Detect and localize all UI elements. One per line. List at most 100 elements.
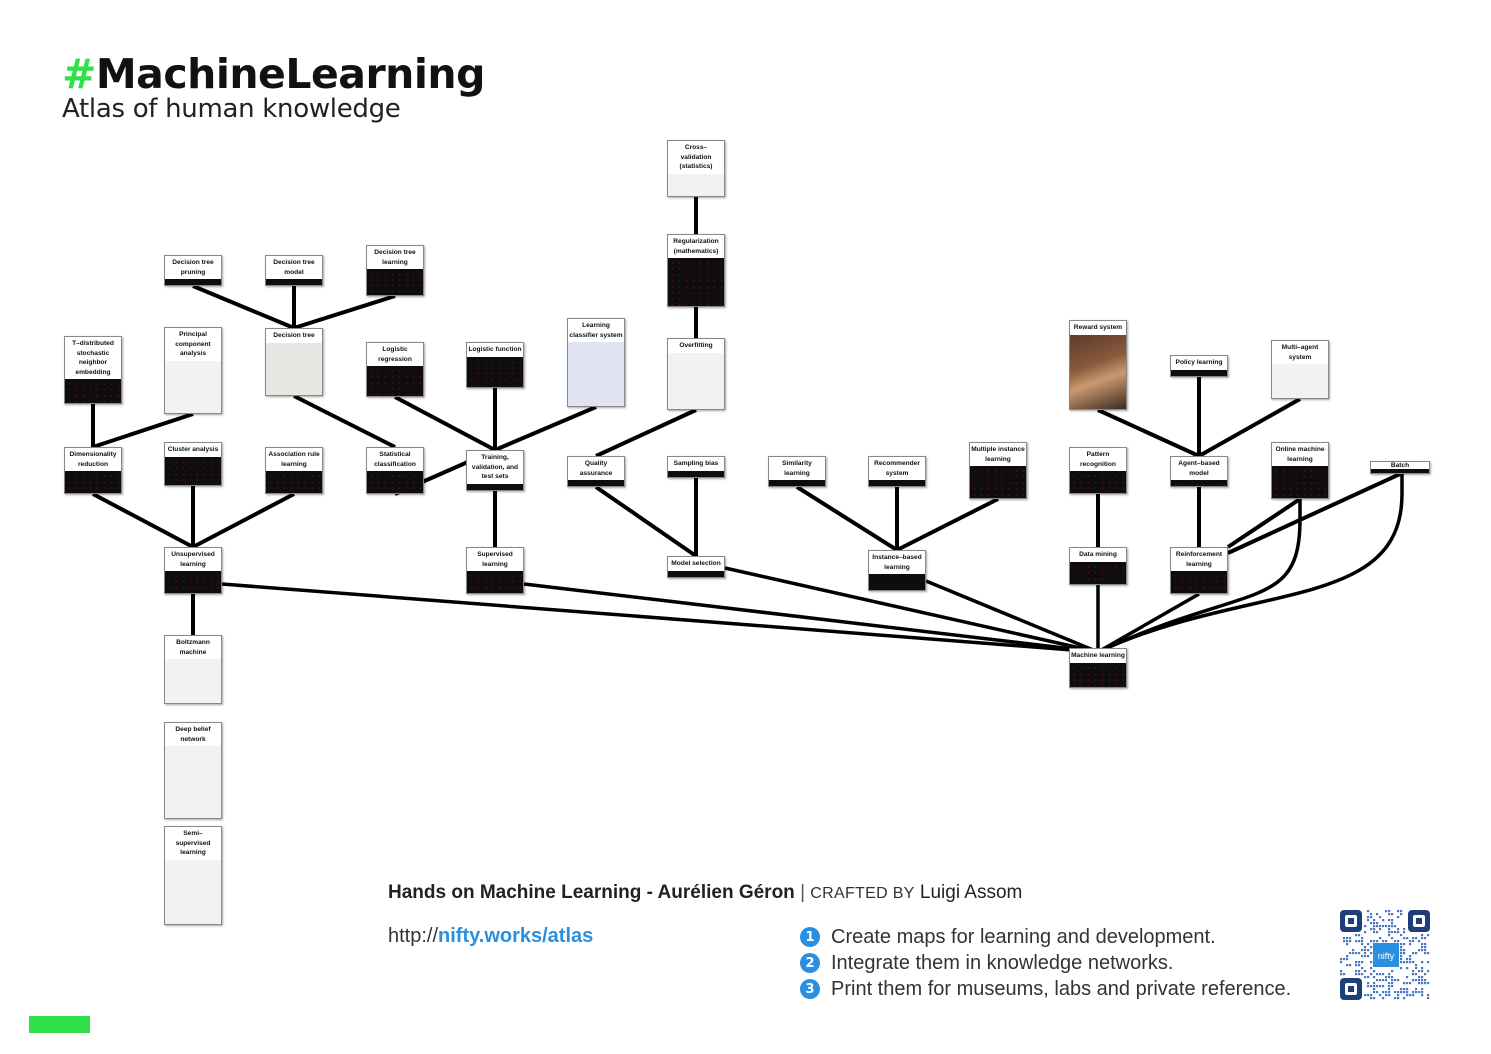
graph-node-statclass[interactable]: Statistical classification bbox=[366, 447, 424, 494]
graph-node-multiinstance[interactable]: Multiple instance learning bbox=[969, 442, 1027, 499]
node-label: Reward system bbox=[1073, 324, 1123, 331]
node-thumbnail bbox=[1070, 561, 1126, 584]
graph-node-reinforcement[interactable]: Reinforcement learning bbox=[1170, 547, 1228, 594]
graph-node-logfunc[interactable]: Logistic function bbox=[466, 342, 524, 388]
graph-node-datamining[interactable]: Data mining bbox=[1069, 547, 1127, 585]
graph-node-unsupervised[interactable]: Unsupervised learning bbox=[164, 547, 222, 594]
graph-node-crossval[interactable]: Cross– validation (statistics) bbox=[667, 140, 725, 197]
qr-logo-text: nifty bbox=[1378, 951, 1395, 961]
node-label: Recommender system bbox=[874, 460, 920, 477]
edge-dimred-pca bbox=[92, 412, 194, 449]
edge-agentbased-multiagent bbox=[1198, 397, 1301, 458]
node-thumbnail bbox=[668, 470, 724, 477]
qr-code-icon[interactable]: nifty bbox=[1340, 910, 1430, 1000]
graph-node-agentbased[interactable]: Agent–based model bbox=[1170, 456, 1228, 487]
edge-statclass-decision_tree bbox=[293, 394, 396, 449]
graph-node-modelsel[interactable]: Model selection bbox=[667, 556, 725, 578]
graph-node-online[interactable]: Online machine learning bbox=[1271, 442, 1329, 499]
edge-ml-unsupervised bbox=[221, 582, 1099, 654]
node-thumbnail bbox=[668, 570, 724, 577]
node-label: Statistical classification bbox=[374, 451, 416, 468]
graph-node-assoc[interactable]: Association rule learning bbox=[265, 447, 323, 494]
edge-decision_tree-dt_pruning bbox=[192, 284, 295, 330]
node-thumbnail bbox=[869, 574, 925, 590]
node-thumbnail bbox=[1070, 662, 1126, 687]
graph-node-cluster[interactable]: Cluster analysis bbox=[164, 442, 222, 486]
graph-node-batch[interactable]: Batch bbox=[1370, 461, 1430, 474]
edge-qa-overfitting bbox=[595, 408, 697, 458]
graph-node-similarity[interactable]: Similarity learning bbox=[768, 456, 826, 487]
node-label: Regularization (mathematics) bbox=[673, 238, 719, 255]
graph-node-tvt[interactable]: Training, validation, and test sets bbox=[466, 450, 524, 491]
node-label: T–distributed stochastic neighbor embedd… bbox=[72, 340, 114, 376]
feature-text: Integrate them in knowledge networks. bbox=[831, 951, 1174, 974]
page-subtitle: Atlas of human knowledge bbox=[62, 94, 401, 124]
node-thumbnail bbox=[367, 366, 423, 396]
graph-node-dbn[interactable]: Deep belief network bbox=[164, 722, 222, 819]
node-label: Reinforcement learning bbox=[1175, 551, 1223, 568]
feature-item: 3 Print them for museums, labs and priva… bbox=[800, 976, 1291, 1002]
node-label: Pattern recognition bbox=[1080, 451, 1116, 468]
header: #MachineLearning Atlas of human knowledg… bbox=[62, 50, 485, 124]
graph-node-pca[interactable]: Principal component analysis bbox=[164, 327, 222, 414]
number-badge-icon: 3 bbox=[800, 979, 820, 999]
title-text: MachineLearning bbox=[95, 50, 486, 98]
edge-reinforcement-online bbox=[1226, 497, 1302, 549]
graph-node-tsne[interactable]: T–distributed stochastic neighbor embedd… bbox=[64, 336, 122, 404]
graph-node-dt-pruning[interactable]: Decision tree pruning bbox=[164, 255, 222, 286]
author-name: Luigi Assom bbox=[919, 882, 1023, 903]
graph-node-dimred[interactable]: Dimensionality reduction bbox=[64, 447, 122, 494]
node-thumbnail bbox=[266, 342, 322, 395]
node-thumbnail bbox=[1272, 364, 1328, 398]
feature-text: Create maps for learning and development… bbox=[831, 925, 1216, 948]
graph-node-dt-model[interactable]: Decision tree model bbox=[265, 255, 323, 286]
node-thumbnail bbox=[568, 480, 624, 486]
node-label: Boltzmann machine bbox=[176, 639, 210, 656]
graph-node-qa[interactable]: Quality assurance bbox=[567, 456, 625, 487]
node-label: Similarity learning bbox=[782, 460, 812, 477]
edge-ml-batch bbox=[1097, 474, 1404, 654]
node-label: Online machine learning bbox=[1275, 446, 1325, 463]
node-thumbnail bbox=[467, 483, 523, 490]
node-bottom-bar bbox=[1371, 469, 1429, 473]
node-thumbnail bbox=[165, 859, 221, 924]
atlas-link[interactable]: http://nifty.works/atlas bbox=[388, 925, 593, 948]
graph-node-supervised[interactable]: Supervised learning bbox=[466, 547, 524, 594]
graph-node-policy[interactable]: Policy learning bbox=[1170, 355, 1228, 377]
node-label: Cluster analysis bbox=[167, 446, 219, 453]
node-thumbnail bbox=[869, 480, 925, 486]
node-thumbnail bbox=[1171, 571, 1227, 593]
graph-node-instance[interactable]: Instance–based learning bbox=[868, 550, 926, 591]
graph-node-sampling[interactable]: Sampling bias bbox=[667, 456, 725, 478]
node-thumbnail bbox=[367, 269, 423, 295]
node-label: Association rule learning bbox=[268, 451, 320, 468]
node-thumbnail bbox=[266, 471, 322, 493]
graph-node-ml[interactable]: Machine learning bbox=[1069, 648, 1127, 688]
graph-node-regularization[interactable]: Regularization (mathematics) bbox=[667, 234, 725, 307]
node-thumbnail bbox=[65, 471, 121, 493]
node-thumbnail bbox=[65, 379, 121, 403]
edge-ml-supervised bbox=[523, 582, 1099, 654]
graph-node-pattern[interactable]: Pattern recognition bbox=[1069, 447, 1127, 494]
graph-node-semisup[interactable]: Semi– supervised learning bbox=[164, 826, 222, 925]
node-label: Machine learning bbox=[1071, 652, 1125, 659]
edge-unsupervised-dimred bbox=[92, 492, 194, 549]
node-label: Multi–agent system bbox=[1281, 344, 1319, 361]
graph-node-overfitting[interactable]: Overfitting bbox=[667, 338, 725, 410]
graph-node-recommender[interactable]: Recommender system bbox=[868, 456, 926, 487]
graph-node-multiagent[interactable]: Multi–agent system bbox=[1271, 340, 1329, 399]
graph-node-dt-learning[interactable]: Decision tree learning bbox=[366, 245, 424, 296]
graph-node-boltzmann[interactable]: Boltzmann machine bbox=[164, 635, 222, 704]
edge-tvt-lcs bbox=[494, 405, 597, 452]
node-label: Decision tree learning bbox=[374, 249, 416, 266]
edge-instance-similarity bbox=[795, 485, 899, 552]
graph-node-lcs[interactable]: Learning classifier system bbox=[567, 318, 625, 407]
node-label: Training, validation, and test sets bbox=[471, 454, 519, 480]
edge-agentbased-reward bbox=[1097, 408, 1200, 458]
graph-node-logreg[interactable]: Logistic regression bbox=[366, 342, 424, 397]
crafted-by-label: CRAFTED BY bbox=[810, 885, 915, 902]
graph-node-decision-tree[interactable]: Decision tree bbox=[265, 328, 323, 396]
edge-ml-instance bbox=[925, 579, 1099, 654]
graph-node-reward[interactable]: Reward system bbox=[1069, 320, 1127, 410]
